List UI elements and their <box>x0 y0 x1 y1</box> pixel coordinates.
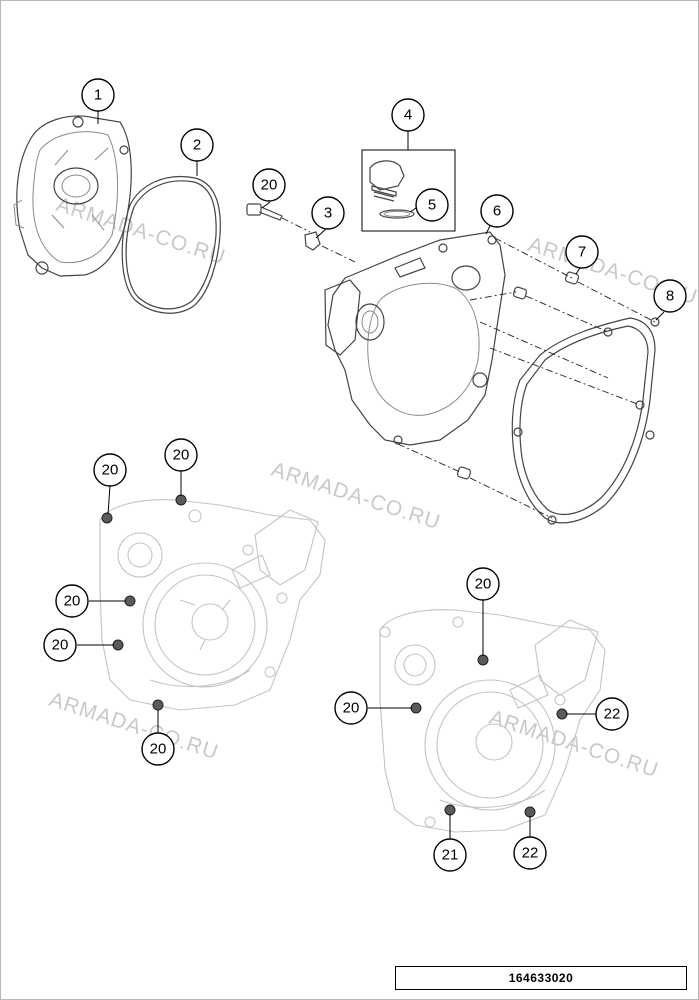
callout-7: 7 <box>565 235 599 269</box>
svg-text:8: 8 <box>666 288 674 305</box>
svg-text:20: 20 <box>343 700 360 717</box>
callout-20-bolt: 20 <box>252 168 286 202</box>
svg-text:7: 7 <box>578 244 586 261</box>
svg-text:20: 20 <box>475 576 492 593</box>
callout-20-right-top: 20 <box>466 567 500 601</box>
clutch-gasket-part-8 <box>511 317 660 525</box>
callout-20-left-low: 20 <box>43 628 77 662</box>
svg-text:20: 20 <box>173 447 190 464</box>
svg-text:21: 21 <box>442 847 459 864</box>
callout-22-bottom: 22 <box>513 836 547 870</box>
fasteners <box>101 494 568 818</box>
watermark-5: ARMADA-CO.RU <box>486 706 661 782</box>
callout-20-left-bottom: 20 <box>141 732 175 766</box>
svg-text:22: 22 <box>522 845 539 862</box>
outer-cover-part-1 <box>13 115 132 277</box>
callout-20-left-top: 20 <box>93 453 127 487</box>
callout-1: 1 <box>81 78 115 112</box>
callout-6: 6 <box>480 194 514 228</box>
svg-text:6: 6 <box>493 203 501 220</box>
svg-text:20: 20 <box>150 741 167 758</box>
svg-text:1: 1 <box>94 87 102 104</box>
clutch-cover-part-6 <box>324 231 506 446</box>
svg-text:20: 20 <box>52 637 69 654</box>
callout-8: 8 <box>653 279 687 313</box>
callout-22-right: 22 <box>595 697 629 731</box>
bolt-and-washer <box>246 203 321 251</box>
callout-5: 5 <box>415 188 449 222</box>
svg-text:4: 4 <box>404 107 412 124</box>
reference-number-box: 164633020 <box>395 966 687 990</box>
callout-20-left-mid: 20 <box>55 584 89 618</box>
callout-21: 21 <box>433 838 467 872</box>
svg-text:22: 22 <box>604 706 621 723</box>
assembled-cover-right <box>379 609 606 833</box>
svg-text:20: 20 <box>102 462 119 479</box>
watermark-3: ARMADA-CO.RU <box>268 458 443 534</box>
svg-text:20: 20 <box>64 593 81 610</box>
callout-4: 4 <box>391 98 425 132</box>
svg-text:5: 5 <box>428 197 436 214</box>
callout-2: 2 <box>180 128 214 162</box>
svg-text:3: 3 <box>324 205 332 222</box>
reference-number: 164633020 <box>508 971 574 985</box>
callout-20-right-left: 20 <box>334 691 368 725</box>
cover-gasket-part-2 <box>121 175 221 314</box>
svg-text:2: 2 <box>193 137 201 154</box>
callout-20-left-top2: 20 <box>164 438 198 472</box>
callout-3: 3 <box>311 196 345 230</box>
watermarks: ARMADA-CO.RU ARMADA-CO.RU ARMADA-CO.RU A… <box>46 193 699 782</box>
assembly-lines <box>281 217 656 519</box>
watermark-4: ARMADA-CO.RU <box>46 688 221 764</box>
svg-text:20: 20 <box>261 177 278 194</box>
